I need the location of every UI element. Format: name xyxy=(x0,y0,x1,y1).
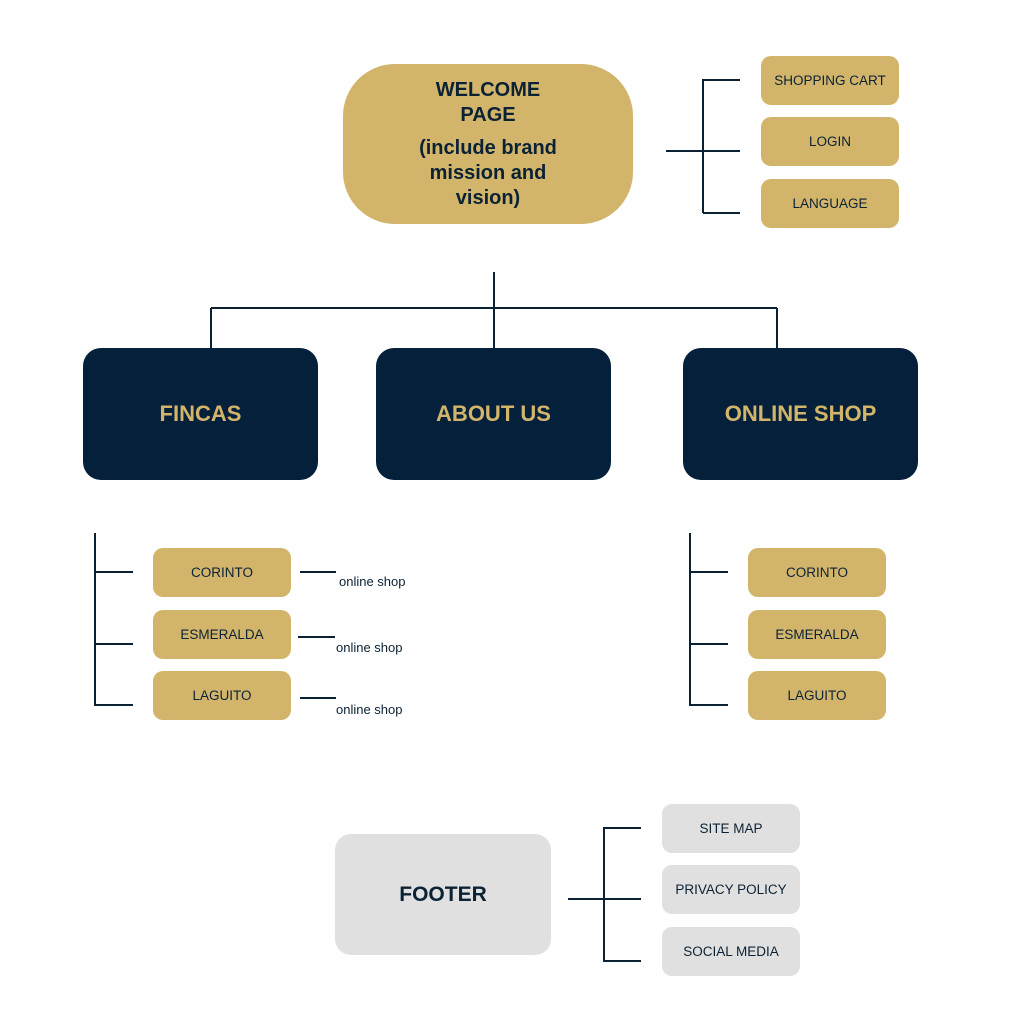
fincas-item-laguito: LAGUITO xyxy=(153,671,291,720)
fincas-note-laguito: online shop xyxy=(336,702,403,717)
shop-item-esmeralda: ESMERALDA xyxy=(748,610,886,659)
fincas-note-esmeralda: online shop xyxy=(336,640,403,655)
language-node: LANGUAGE xyxy=(761,179,899,228)
footer-node: FOOTER xyxy=(335,834,551,955)
social-media-node: SOCIAL MEDIA xyxy=(662,927,800,976)
about-us-node: ABOUT US xyxy=(376,348,611,480)
shop-item-corinto: CORINTO xyxy=(748,548,886,597)
welcome-subtitle: (include brand mission and vision) xyxy=(419,136,557,209)
privacy-policy-node: PRIVACY POLICY xyxy=(662,865,800,914)
login-node: LOGIN xyxy=(761,117,899,166)
shop-item-laguito: LAGUITO xyxy=(748,671,886,720)
fincas-node: FINCAS xyxy=(83,348,318,480)
site-map-node: SITE MAP xyxy=(662,804,800,853)
online-shop-node: ONLINE SHOP xyxy=(683,348,918,480)
welcome-title: WELCOME PAGE xyxy=(435,78,541,126)
fincas-note-corinto: online shop xyxy=(339,574,406,589)
fincas-item-esmeralda: ESMERALDA xyxy=(153,610,291,659)
shopping-cart-node: SHOPPING CART xyxy=(761,56,899,105)
welcome-page-node: WELCOME PAGE (include brand mission and … xyxy=(343,64,633,224)
fincas-item-corinto: CORINTO xyxy=(153,548,291,597)
